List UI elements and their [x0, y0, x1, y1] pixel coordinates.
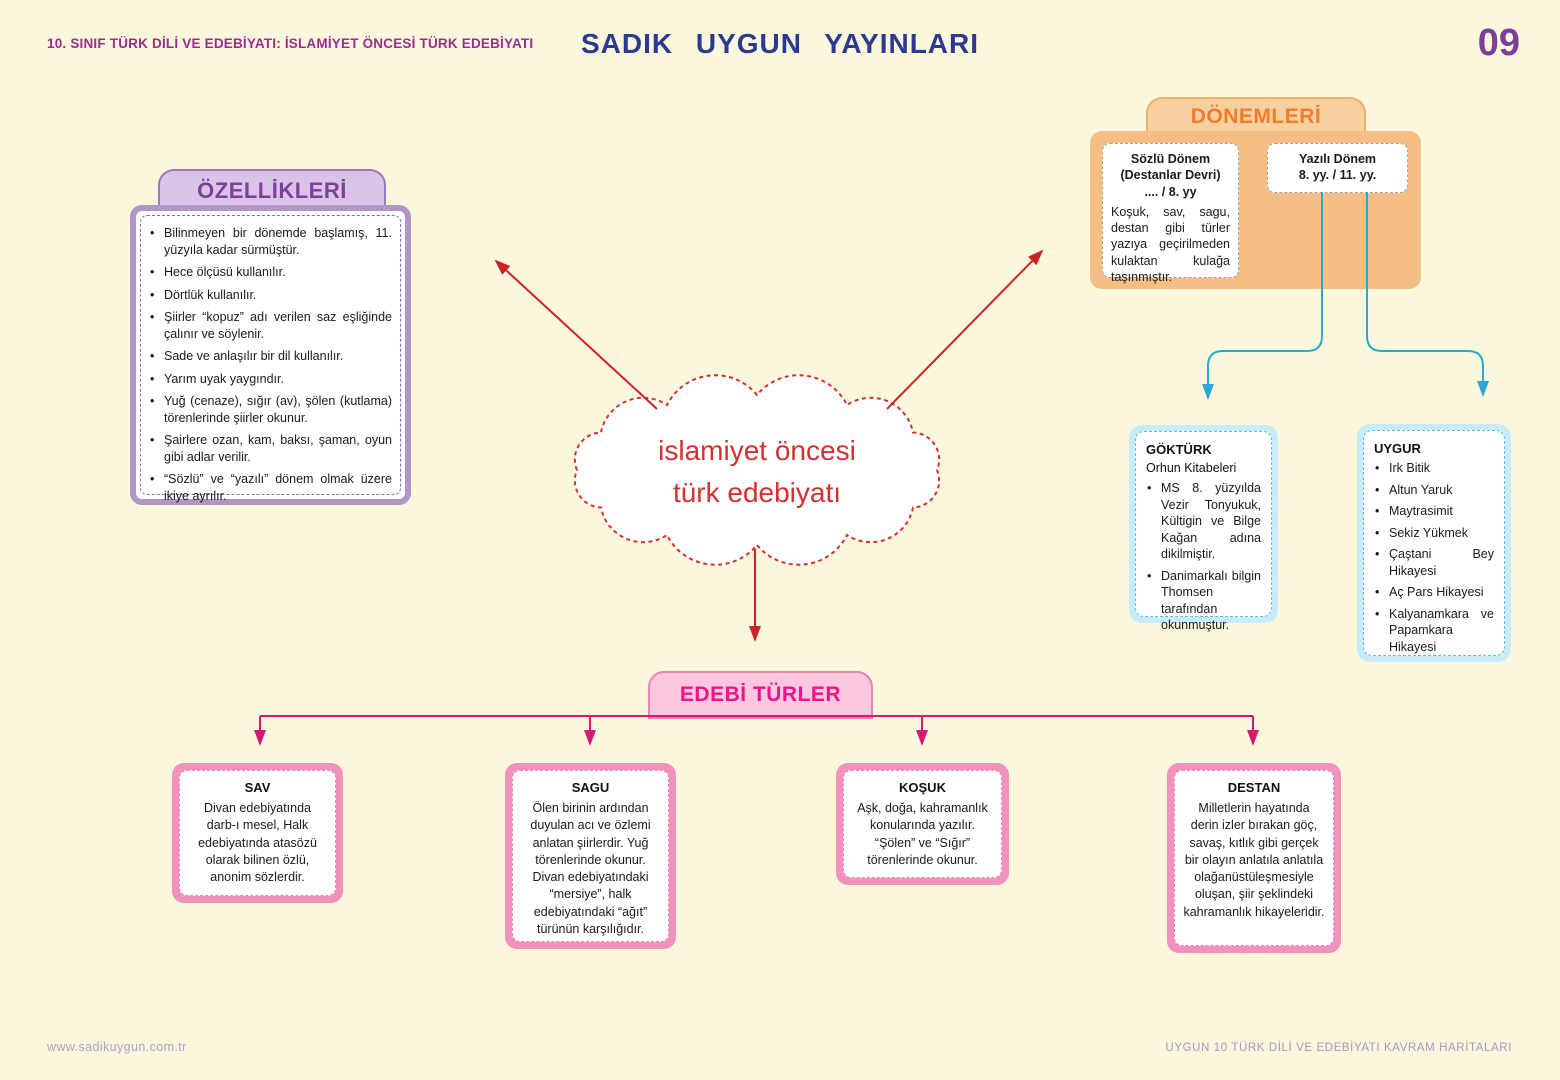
yazili-donem-title-1: Yazılı Dönem — [1298, 152, 1377, 166]
sav-box: SAV Divan edebiyatında darb-ı mesel, Hal… — [172, 763, 343, 903]
bullet-item: Şiirler “kopuz” adı verilen saz eşliğind… — [149, 309, 392, 342]
bullet-item: Yarım uyak yaygındır. — [149, 371, 392, 388]
ozellikleri-list: Bilinmeyen bir dönemde başlamış, 11. yüz… — [149, 225, 392, 504]
bullet-item: Irk Bitik — [1374, 460, 1494, 477]
sagu-text: Ölen birinin ardından duyulan acı ve özl… — [530, 801, 651, 936]
ozellikleri-header: ÖZELLİKLERİ — [158, 169, 386, 211]
gokturk-title: GÖKTÜRK — [1146, 442, 1212, 457]
sagu-box: SAGU Ölen birinin ardından duyulan acı v… — [505, 763, 676, 949]
sozlu-donem-title-1: Sözlü Dönem — [1130, 152, 1211, 166]
uygur-box: UYGUR Irk BitikAltun YarukMaytrasimitSek… — [1357, 424, 1511, 662]
sozlu-donem-box: Sözlü Dönem (Destanlar Devri) .... / 8. … — [1102, 143, 1239, 284]
donemleri-header: DÖNEMLERİ — [1146, 97, 1366, 135]
kosuk-content: KOŞUK Aşk, doğa, kahramanlık konularında… — [843, 770, 1002, 878]
sav-content: SAV Divan edebiyatında darb-ı mesel, Hal… — [179, 770, 336, 896]
bullet-item: Şairlere ozan, kam, baksı, şaman, oyun g… — [149, 432, 392, 465]
kosuk-box: KOŞUK Aşk, doğa, kahramanlık konularında… — [836, 763, 1009, 885]
gokturk-list: MS 8. yüzyılda Vezir Tonyukuk, Kültigin … — [1146, 480, 1261, 634]
sozlu-donem-title-3: .... / 8. yy — [1144, 184, 1197, 199]
bullet-item: “Sözlü” ve “yazılı” dönem olmak üzere ik… — [149, 471, 392, 504]
bullet-item: Çaştani Bey Hikayesi — [1374, 546, 1494, 579]
yazili-donem-title-2: 8. yy. / 11. yy. — [1298, 168, 1377, 183]
central-topic-line2: türk edebiyatı — [672, 477, 842, 508]
bullet-item: MS 8. yüzyılda Vezir Tonyukuk, Kültigin … — [1146, 480, 1261, 563]
gokturk-box: GÖKTÜRK Orhun Kitabeleri MS 8. yüzyılda … — [1129, 425, 1278, 632]
destan-box: DESTAN Milletlerin hayatında derin izler… — [1167, 763, 1341, 953]
sozlu-donem-title-2: (Destanlar Devri) — [1120, 168, 1221, 183]
yazili-donem-box: Yazılı Dönem 8. yy. / 11. yy. — [1267, 143, 1408, 193]
uygur-title: UYGUR — [1374, 441, 1421, 456]
central-topic: islamiyet öncesi türk edebiyatı — [577, 430, 937, 514]
destan-title: DESTAN — [1227, 780, 1281, 795]
kosuk-text: Aşk, doğa, kahramanlık konularında yazıl… — [857, 801, 988, 867]
ozellikleri-panel: Bilinmeyen bir dönemde başlamış, 11. yüz… — [130, 205, 411, 505]
bullet-item: Maytrasimit — [1374, 503, 1494, 520]
kosuk-title: KOŞUK — [899, 780, 946, 795]
bullet-item: Hece ölçüsü kullanılır. — [149, 264, 392, 281]
bullet-item: Kalyanamkara ve Papamkara Hikayesi — [1374, 606, 1494, 656]
sagu-title: SAGU — [571, 780, 610, 795]
edebi-turler-header: EDEBİ TÜRLER — [648, 671, 873, 719]
uygur-content: UYGUR Irk BitikAltun YarukMaytrasimitSek… — [1363, 430, 1505, 656]
destan-content: DESTAN Milletlerin hayatında derin izler… — [1174, 770, 1334, 946]
bullet-item: Bilinmeyen bir dönemde başlamış, 11. yüz… — [149, 225, 392, 258]
series-title: UYGUN 10 TÜRK DİLİ VE EDEBİYATI KAVRAM H… — [1165, 1042, 1512, 1054]
destan-text: Milletlerin hayatında derin izler bıraka… — [1183, 801, 1325, 919]
bullet-item: Altun Yaruk — [1374, 482, 1494, 499]
sagu-content: SAGU Ölen birinin ardından duyulan acı v… — [512, 770, 669, 942]
bullet-item: Sade ve anlaşılır bir dil kullanılır. — [149, 348, 392, 365]
gokturk-subtitle: Orhun Kitabeleri — [1146, 461, 1237, 475]
central-topic-line1: islamiyet öncesi — [658, 435, 856, 466]
gokturk-content: GÖKTÜRK Orhun Kitabeleri MS 8. yüzyılda … — [1135, 431, 1272, 632]
page-number: 09 — [1477, 22, 1520, 64]
sozlu-donem-text: Koşuk, sav, sagu, destan gibi türler yaz… — [1111, 204, 1230, 284]
bullet-item: Dörtlük kullanılır. — [149, 287, 392, 304]
publisher-title: SADIK UYGUN YAYINLARI — [580, 28, 980, 59]
sav-text: Divan edebiyatında darb-ı mesel, Halk ed… — [198, 801, 317, 884]
sav-title: SAV — [244, 780, 271, 795]
bullet-item: Aç Pars Hikayesi — [1374, 584, 1494, 601]
bullet-item: Danimarkalı bilgin Thomsen tarafından ok… — [1146, 568, 1261, 634]
donemleri-panel: Sözlü Dönem (Destanlar Devri) .... / 8. … — [1090, 131, 1421, 289]
bullet-item: Sekiz Yükmek — [1374, 525, 1494, 542]
course-title: 10. SINIF TÜRK DİLİ VE EDEBİYATI: İSLAMİ… — [47, 36, 534, 51]
uygur-list: Irk BitikAltun YarukMaytrasimitSekiz Yük… — [1374, 460, 1494, 655]
bullet-item: Yuğ (cenaze), sığır (av), şölen (kutlama… — [149, 393, 392, 426]
website-link: www.sadikuygun.com.tr — [47, 1040, 187, 1054]
